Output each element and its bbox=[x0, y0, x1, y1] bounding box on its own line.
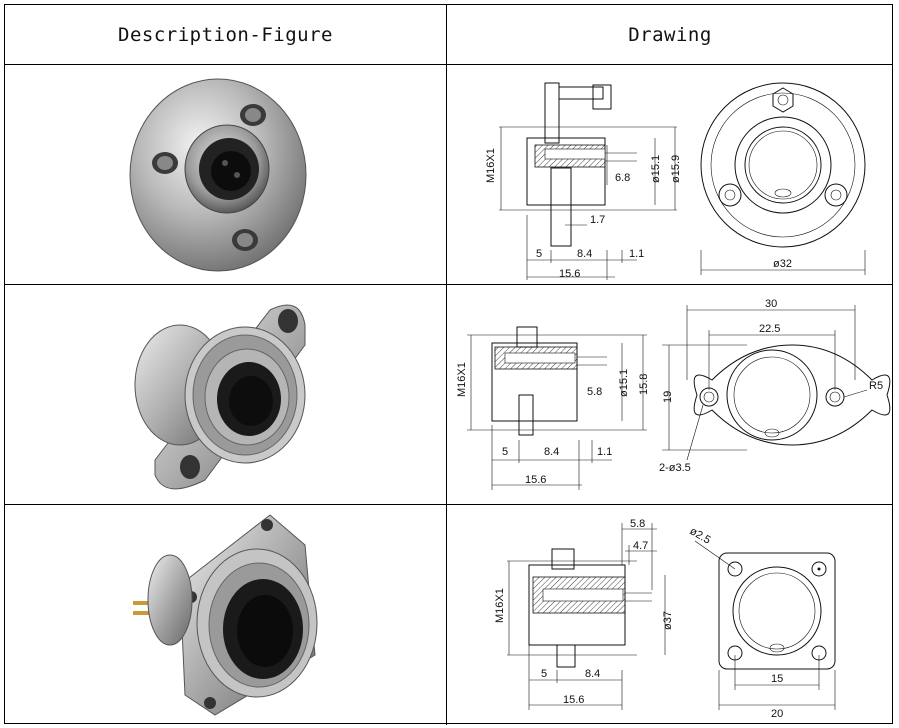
row1-drawing: M16X1 ø15.1 ø15.9 6.8 1.7 5 8.4 1.1 15.6 bbox=[447, 65, 893, 285]
row1-front-view: ø32 bbox=[700, 82, 866, 275]
r1-dim-e: 1.1 bbox=[629, 248, 644, 260]
r1-dim-b: 1.7 bbox=[590, 214, 605, 226]
r1-dim-d: 8.4 bbox=[577, 248, 592, 260]
r1-d-outer-label: ø15.9 bbox=[670, 155, 682, 183]
r2-width: 30 bbox=[765, 298, 777, 310]
r2-d-inner-label: ø15.1 bbox=[618, 369, 630, 397]
two-hole-oval-flange-connector-image bbox=[134, 304, 306, 490]
r2-radius: R5 bbox=[869, 380, 883, 392]
row3-front-view: ø2.5 15 20 bbox=[688, 525, 836, 720]
r3-body-diameter: ø37 bbox=[662, 611, 674, 630]
row3-side-view: M16X1 5.8 4.7 ø37 5 8.4 15.6 bbox=[494, 518, 674, 710]
r3-thread-label: M16X1 bbox=[494, 588, 506, 623]
r2-dim-d: 8.4 bbox=[544, 446, 559, 458]
r3-pitch: 15 bbox=[771, 673, 783, 685]
row2-drawing: M16X1 ø15.1 15.8 5.8 5 8.4 1.1 15.6 bbox=[447, 285, 893, 505]
round-flange-connector-image bbox=[129, 78, 307, 272]
header-drawing: Drawing bbox=[447, 5, 893, 65]
r1-d-inner-label: ø15.1 bbox=[650, 155, 662, 183]
row1-photo bbox=[5, 65, 447, 285]
product-table: Description-Figure Drawing bbox=[4, 4, 893, 725]
r2-pitch: 22.5 bbox=[759, 323, 780, 335]
r3-hole: ø2.5 bbox=[688, 525, 713, 546]
r3-dim-b: 4.7 bbox=[633, 540, 648, 552]
r2-dim-c: 5 bbox=[502, 446, 508, 458]
r1-dim-len: 15.6 bbox=[559, 268, 580, 280]
r1-flange-diameter: ø32 bbox=[773, 258, 792, 270]
r3-dim-len: 15.6 bbox=[563, 694, 584, 706]
row2-side-view: M16X1 ø15.1 15.8 5.8 5 8.4 1.1 15.6 bbox=[456, 326, 650, 490]
r1-dim-a: 6.8 bbox=[615, 172, 630, 184]
r3-width: 20 bbox=[771, 708, 783, 720]
r2-dim-e: 1.1 bbox=[597, 446, 612, 458]
r3-dim-d: 8.4 bbox=[585, 668, 600, 680]
row3-photo bbox=[5, 505, 447, 725]
row2-front-view: 30 22.5 19 R5 2-ø3.5 bbox=[659, 298, 891, 474]
r1-thread-label: M16X1 bbox=[485, 148, 497, 183]
r3-dim-a: 5.8 bbox=[630, 518, 645, 530]
row3-drawing: M16X1 5.8 4.7 ø37 5 8.4 15.6 bbox=[447, 505, 893, 725]
header-description-figure: Description-Figure bbox=[5, 5, 447, 65]
r2-d-outer-label: 15.8 bbox=[638, 374, 650, 395]
r2-dim-len: 15.6 bbox=[525, 474, 546, 486]
r3-dim-c: 5 bbox=[541, 668, 547, 680]
r2-dim-a: 5.8 bbox=[587, 386, 602, 398]
row1-side-view: M16X1 ø15.1 ø15.9 6.8 1.7 5 8.4 1.1 15.6 bbox=[485, 82, 682, 280]
r1-dim-c: 5 bbox=[536, 248, 542, 260]
row2-photo bbox=[5, 285, 447, 505]
r2-height: 19 bbox=[662, 391, 674, 403]
r2-holes: 2-ø3.5 bbox=[659, 462, 691, 474]
square-flange-connector-image bbox=[133, 514, 318, 716]
r2-thread-label: M16X1 bbox=[456, 362, 468, 397]
